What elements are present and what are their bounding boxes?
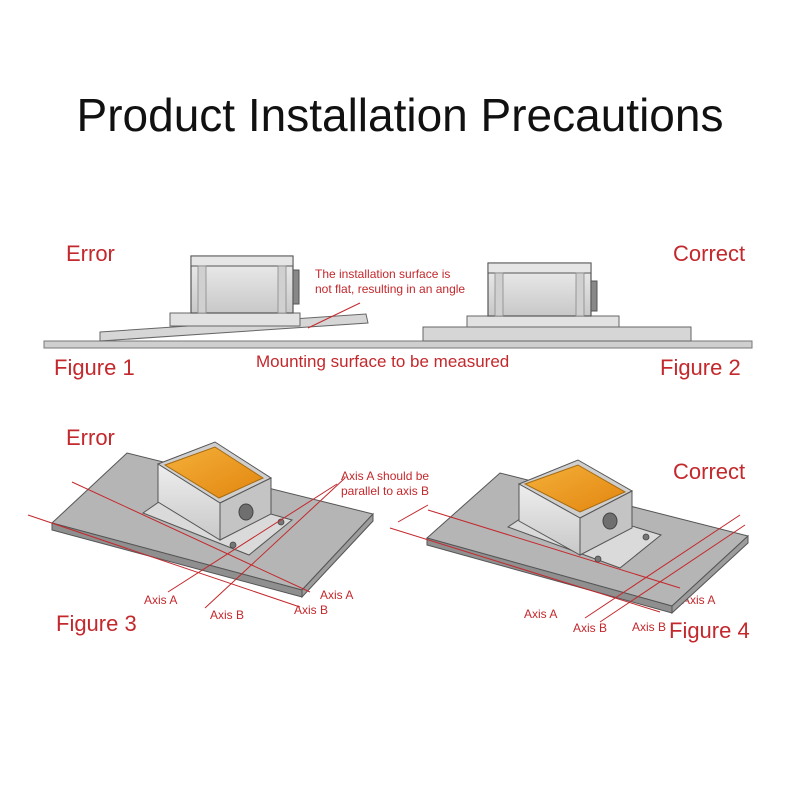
figure-1-tilted-sensor <box>99 255 369 342</box>
figure-2-flat-sensor <box>422 262 692 342</box>
uneven-note-line-1: The installation surface is <box>315 267 451 281</box>
figure-4-sensor-on-plate <box>425 459 750 615</box>
uneven-surface-note: The installation surface is not flat, re… <box>315 267 465 297</box>
parallel-note-line-2: parallel to axis B <box>341 484 430 498</box>
figure-4-axis-lines <box>389 504 746 623</box>
parallel-note-line-1: Axis A should be <box>341 469 430 483</box>
page-title: Product Installation Precautions <box>76 89 724 141</box>
fig3-axis-b-left: Axis B <box>210 608 245 622</box>
fig4-axis-a-left: Axis A <box>524 607 558 621</box>
error-label-top: Error <box>66 241 115 266</box>
figure-4-label: Figure 4 <box>669 618 750 643</box>
figure-1-label: Figure 1 <box>54 355 135 380</box>
fig3-axis-a-right: Axis A <box>320 588 354 602</box>
parallel-axes-note: Axis A should be parallel to axis B <box>341 469 429 499</box>
correct-label-bottom: Correct <box>673 459 746 484</box>
figure-3-label: Figure 3 <box>56 611 137 636</box>
figure-3-axis-lines <box>27 477 346 609</box>
mounting-surface-base <box>43 340 753 349</box>
fig4-axis-b-left: Axis B <box>573 621 608 635</box>
figure-3-sensor-on-plate <box>50 441 374 599</box>
figure-2-label: Figure 2 <box>660 355 741 380</box>
fig4-axis-b-right: Axis B <box>632 620 667 634</box>
fig3-axis-a-left: Axis A <box>144 593 178 607</box>
fig3-axis-b-right: Axis B <box>294 603 329 617</box>
correct-label-top: Correct <box>673 241 746 266</box>
error-label-bottom: Error <box>66 425 115 450</box>
mounting-surface-label: Mounting surface to be measured <box>256 352 510 371</box>
uneven-note-line-2: not flat, resulting in an angle <box>315 282 466 296</box>
